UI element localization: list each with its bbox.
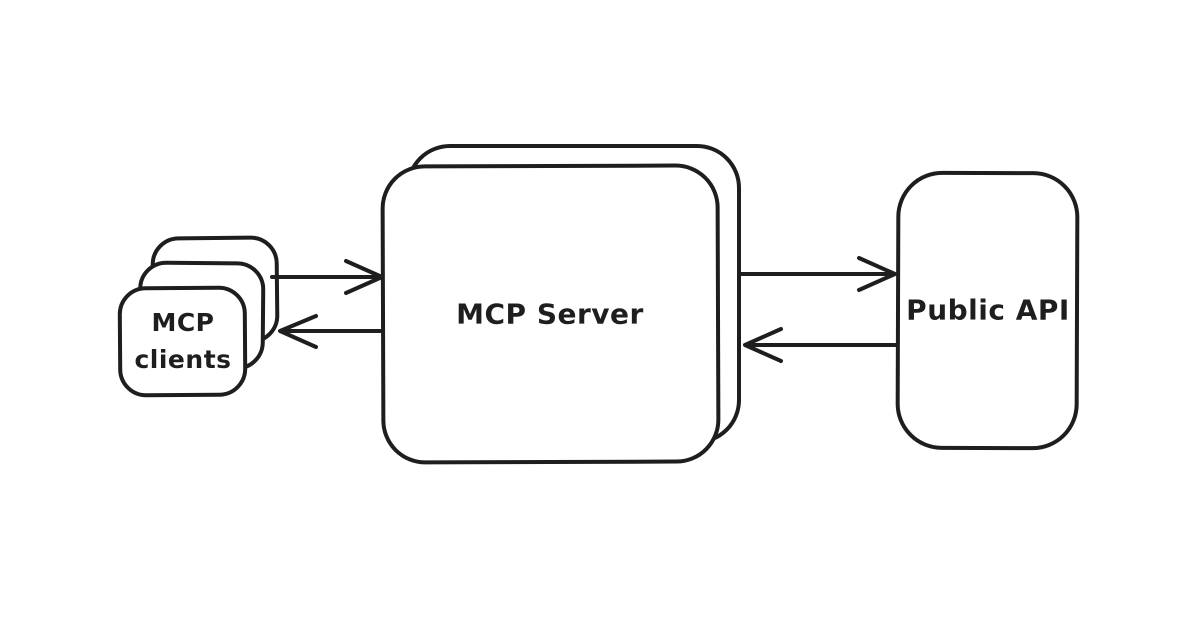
mcp-server-label: MCP Server bbox=[456, 297, 644, 331]
mcp-clients-label-line2: clients bbox=[134, 345, 232, 374]
mcp-server-card-front bbox=[380, 163, 721, 465]
public-api-label: Public API bbox=[906, 293, 1070, 327]
arrowhead-left-icon bbox=[743, 327, 783, 363]
mcp-clients-label-line1: MCP bbox=[151, 308, 215, 337]
arrow-server-to-api bbox=[738, 256, 897, 292]
arrowhead-right-icon bbox=[857, 256, 897, 292]
mcp-clients-card-front bbox=[117, 285, 248, 398]
arrowhead-right-icon bbox=[344, 259, 384, 295]
arrow-server-to-clients bbox=[278, 314, 385, 349]
public-api-box bbox=[895, 170, 1080, 451]
arrow-clients-to-server bbox=[270, 259, 384, 295]
arrowhead-left-icon bbox=[278, 314, 318, 349]
arrow-api-to-server bbox=[743, 327, 899, 363]
mcp-clients-label: MCP clients bbox=[134, 304, 231, 378]
